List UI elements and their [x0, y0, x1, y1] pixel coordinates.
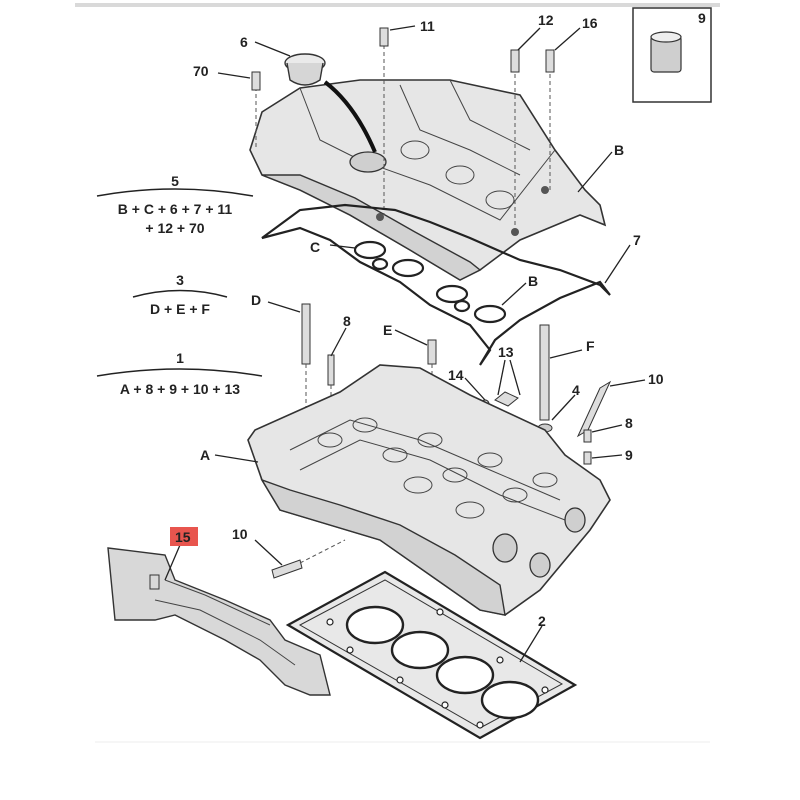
- valve-cover-gasket: [261, 203, 611, 366]
- callout-9-right: 9: [625, 447, 633, 463]
- cylinder-head: [247, 364, 611, 616]
- callout-12: 12: [538, 12, 554, 28]
- spark-plug-seals: [353, 240, 507, 324]
- callout-C: C: [310, 239, 320, 255]
- callout-70: 70: [193, 63, 209, 79]
- valve-cover: [249, 79, 607, 281]
- callout-B-top: B: [614, 142, 624, 158]
- group-5-line2: + 12 + 70: [145, 220, 204, 236]
- callout-D: D: [251, 292, 261, 308]
- inset-part-9: 9: [632, 7, 712, 103]
- leader-lines: [164, 25, 646, 663]
- callout-13: 13: [498, 344, 514, 360]
- callout-10-left: 10: [232, 526, 248, 542]
- cover-bolts: [251, 27, 555, 232]
- callout-A: A: [200, 447, 210, 463]
- callout-8-left: 8: [343, 313, 351, 329]
- group-3-number: 3: [176, 272, 184, 288]
- callout-16: 16: [582, 15, 598, 31]
- callout-7: 7: [633, 232, 641, 248]
- callout-E: E: [383, 322, 392, 338]
- group-3-line1: D + E + F: [150, 301, 210, 317]
- group-5-line1: B + C + 6 + 7 + 11: [118, 201, 233, 217]
- callout-15: 15: [175, 529, 191, 545]
- oil-filler-cap: [284, 53, 377, 153]
- heat-shield: [107, 547, 331, 696]
- callout-6: 6: [240, 34, 248, 50]
- callout-11: 11: [420, 18, 435, 34]
- callout-14: 14: [448, 367, 464, 383]
- group-1-number: 1: [176, 350, 184, 366]
- stud-10-left: [271, 539, 346, 579]
- group-5-number: 5: [171, 173, 179, 189]
- callout-labels: 6 11 12 16 70 B C 7 B D 8 E 13 F 14 4 10…: [193, 12, 664, 629]
- callout-10-right: 10: [648, 371, 664, 387]
- head-gasket: [285, 570, 578, 740]
- callout-B-mid: B: [528, 273, 538, 289]
- group-3: 3 D + E + F: [132, 272, 228, 317]
- callout-4: 4: [572, 382, 580, 398]
- group-5: 5 B + C + 6 + 7 + 11 + 12 + 70: [96, 173, 254, 236]
- group-1: 1 A + 8 + 9 + 10 + 13: [96, 350, 263, 397]
- callout-15-highlight: 15: [170, 527, 198, 546]
- callout-2: 2: [538, 613, 546, 629]
- callout-F: F: [586, 338, 595, 354]
- group-1-line1: A + 8 + 9 + 10 + 13: [120, 381, 240, 397]
- callout-9-inset: 9: [698, 10, 706, 26]
- callout-8-right: 8: [625, 415, 633, 431]
